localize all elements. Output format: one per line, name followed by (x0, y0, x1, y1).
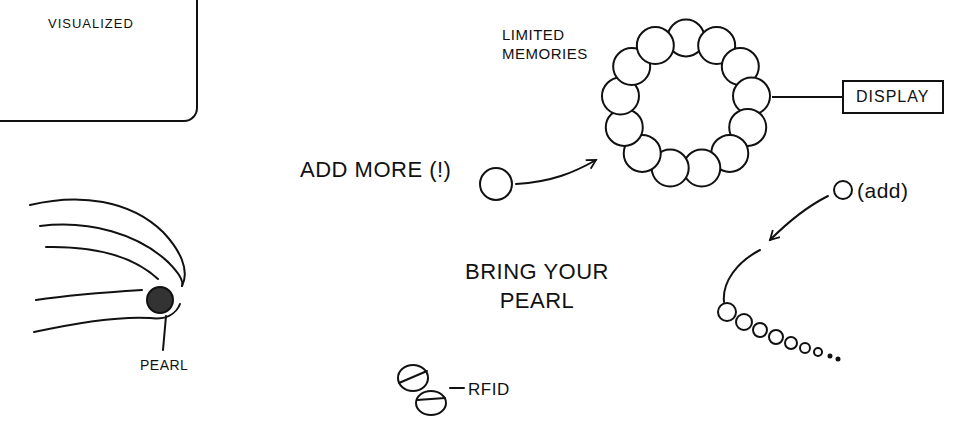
node-text: VISUALIZED (0, 0, 196, 31)
pearl-ring (600, 18, 772, 190)
pearl-circle (480, 168, 512, 200)
rfid-pearl-halves (398, 365, 446, 415)
pearl-chain (718, 303, 840, 361)
node-text: LIMITED MEMORIES (502, 26, 594, 64)
string-line (724, 250, 760, 302)
pearl-circle (834, 181, 852, 199)
node-text: DISPLAY (856, 88, 930, 106)
display-box: DISPLAY (842, 80, 944, 114)
part-label: PEARL (140, 356, 188, 374)
note-text: BRING YOUR PEARL (462, 258, 612, 315)
note-text: ADD MORE (!) (300, 156, 451, 185)
part-label: RFID (468, 379, 510, 401)
memory-pearl (637, 27, 674, 64)
connector-line (772, 96, 842, 98)
pearl (147, 287, 173, 313)
partial-box: VISUALIZED (0, 0, 198, 122)
leader-line (163, 316, 166, 350)
arrow (516, 160, 596, 184)
memory-ring: LIMITED MEMORIES (600, 18, 772, 190)
leader-line (450, 387, 464, 389)
note-text: (add) (857, 177, 909, 204)
hand-sketch (30, 199, 185, 332)
arrow (770, 196, 828, 240)
